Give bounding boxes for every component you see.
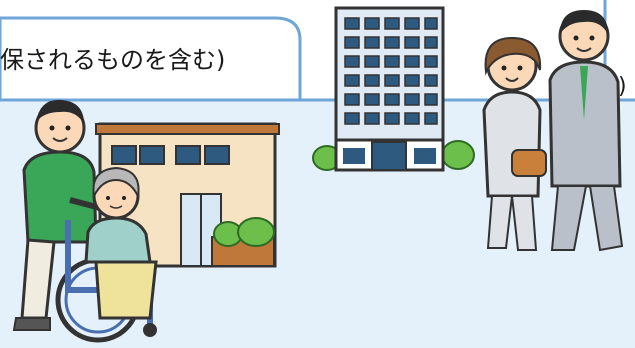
- caption-box: [0, 16, 302, 102]
- elderly-woman-icon: [84, 166, 158, 320]
- businesswoman-icon: [482, 36, 547, 251]
- caption-left-text: 保されるものを含む): [0, 46, 226, 74]
- office-tower-icon: [312, 6, 475, 172]
- businessman-icon: [548, 10, 624, 252]
- caption-right-text: ): [618, 74, 627, 99]
- caregiver-icon: [12, 99, 109, 331]
